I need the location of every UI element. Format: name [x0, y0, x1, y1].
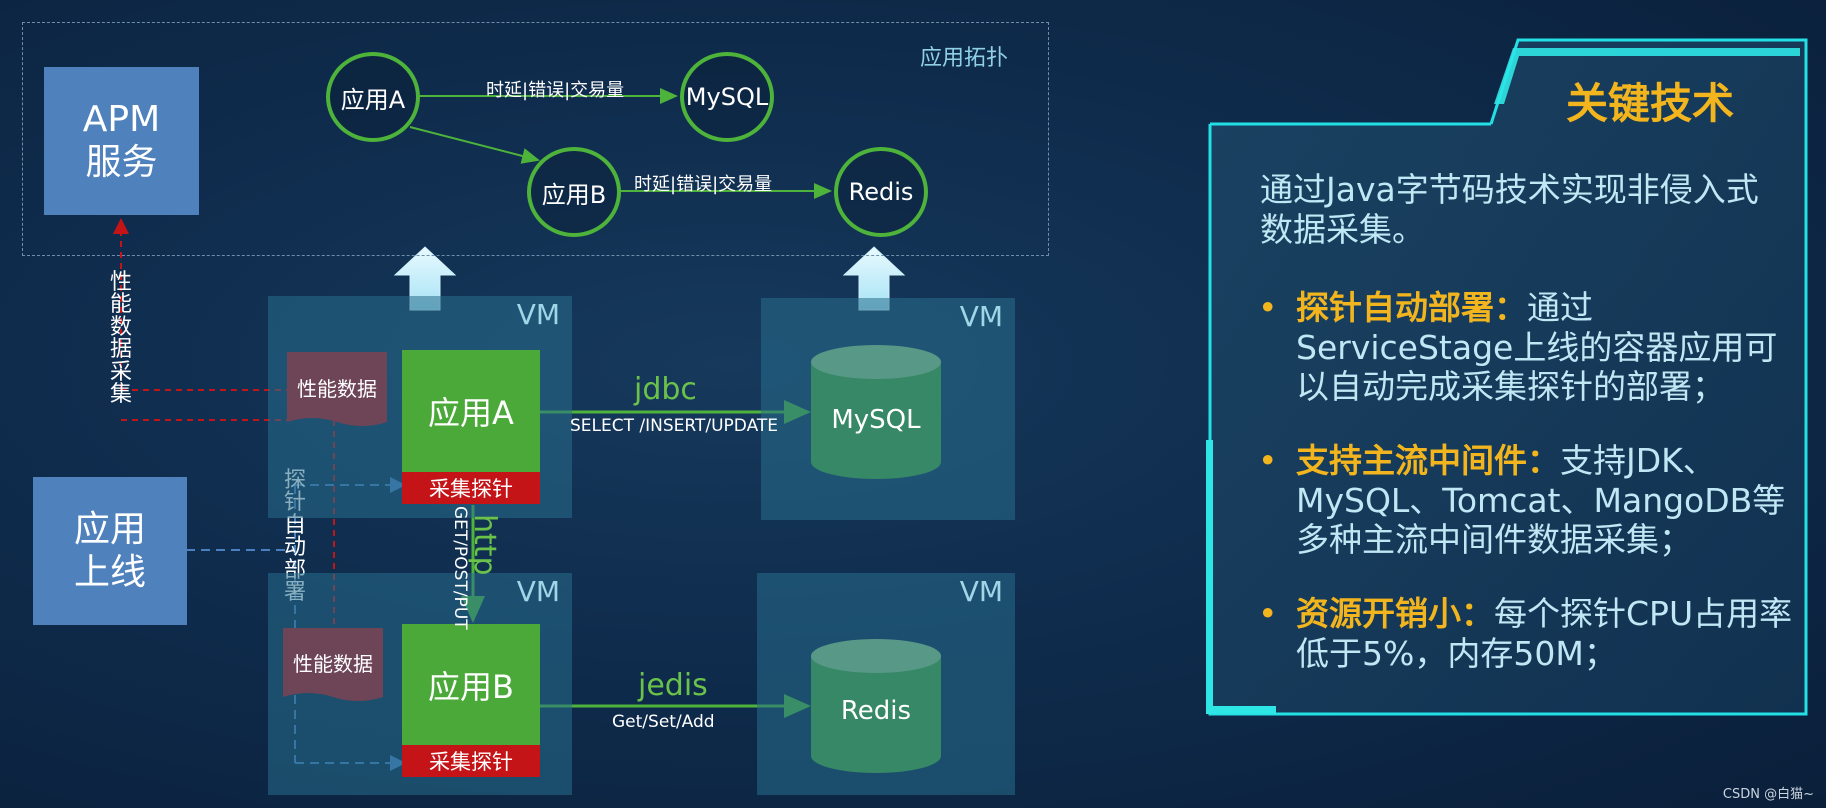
probe-b: 采集探针 [402, 745, 540, 777]
apm-line1: APM [82, 98, 161, 140]
topology-frame [22, 22, 1049, 256]
bullet-head: 支持主流中间件： [1296, 441, 1560, 480]
app-b-block: 应用B [402, 624, 540, 746]
perf-collect-label: 性能数据采集 [109, 270, 132, 408]
edge-appa-appb [409, 126, 540, 164]
bullet-text: 通过ServiceStage上线的容器应用可以自动完成采集探针的部署； [1296, 288, 1778, 407]
bullet-head: 探针自动部署： [1296, 288, 1527, 327]
perf-doc-top: 性能数据 [297, 376, 377, 401]
jdbc-label: jdbc [634, 372, 697, 407]
jedis-label: jedis [638, 668, 708, 703]
bullet-dot: • [1258, 594, 1278, 633]
edge-label-bottom: 时延|错误|交易量 [634, 174, 773, 195]
app-a-block: 应用A [402, 350, 540, 472]
bullet-head: 资源开销小： [1296, 594, 1494, 633]
bullet-dot: • [1258, 288, 1278, 327]
http-label: http [467, 514, 502, 576]
vm-mysql: VM [761, 298, 1015, 520]
probe-a: 采集探针 [402, 472, 540, 504]
vm-label: VM [959, 300, 1003, 333]
vm-redis: VM [757, 573, 1015, 795]
deploy-line1: 应用 [73, 508, 146, 550]
panel-title: 关键技术 [1565, 79, 1734, 128]
mysql-label: MySQL [831, 405, 921, 435]
topo-node-app-a: 应用A [326, 52, 420, 142]
topo-node-redis: Redis [834, 147, 928, 237]
vm-label: VM [516, 298, 560, 331]
bullet-dot: • [1258, 441, 1278, 480]
jdbc-ops-label: SELECT /INSERT/UPDATE [570, 416, 779, 436]
perf-doc-bottom: 性能数据 [293, 651, 373, 676]
edge-label-top: 时延|错误|交易量 [486, 80, 625, 101]
watermark: CSDN @白猫~ [1722, 787, 1814, 802]
topology-title: 应用拓扑 [920, 46, 1009, 71]
topo-node-mysql: MySQL [680, 52, 774, 142]
bullet-text: 支持JDK、MySQL、Tomcat、MangoDB等多种主流中间件数据采集； [1296, 441, 1786, 560]
jedis-ops-label: Get/Set/Add [612, 712, 715, 732]
deploy-line2: 上线 [73, 552, 146, 593]
panel-frame [1206, 38, 1808, 716]
vm-label: VM [959, 575, 1003, 608]
app-deploy-box: 应用上线 [33, 477, 187, 625]
panel-intro: 通过Java字节码技术实现非侵入式数据采集。 [1260, 170, 1759, 249]
vm-label: VM [516, 575, 560, 608]
http-ops-label: GET/POST/PUT [450, 506, 470, 630]
apm-line2: 服务 [85, 142, 158, 183]
redis-label: Redis [840, 696, 912, 726]
bullet-text: 每个探针CPU占用率低于5%，内存50M； [1296, 594, 1793, 673]
topo-node-app-b: 应用B [527, 147, 621, 237]
